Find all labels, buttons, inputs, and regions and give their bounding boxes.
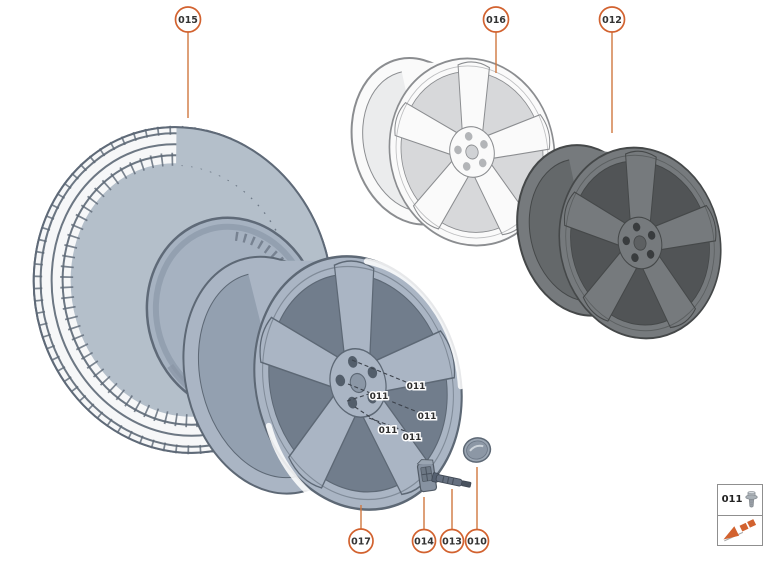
callout-tpms-sensor-label: 014 [414,537,434,548]
tpms-sensor-illustration [416,459,438,493]
callout-wheel-white-label: 016 [486,15,506,26]
legend-direction-row [718,516,762,546]
legend-part-number: 011 [721,494,743,506]
callout-wheel-white[interactable]: 016 [482,6,510,73]
legend-box: 011 [717,484,763,546]
bolt-label: 011 [370,392,389,402]
valve-illustration [431,472,472,488]
bolt-label: 011 [418,412,437,422]
wheel-main-illustration [182,215,488,548]
callout-center-cap-label: 010 [467,537,487,548]
bolt-label: 011 [379,426,398,436]
bolt-leader-lines [346,359,421,432]
callout-wheel-main[interactable]: 017 [348,505,374,554]
callout-valve[interactable]: 013 [439,489,465,554]
bolt-labels: 011 011 011 011 011 [368,381,438,445]
callout-wheel-main-label: 017 [351,537,371,548]
center-cap-illustration [462,437,492,463]
callout-center-cap[interactable]: 010 [464,467,490,554]
mounting-direction-arrow-icon [723,518,757,542]
callout-tpms-sensor[interactable]: 014 [411,497,437,554]
wheel-bolt-icon [745,491,759,508]
callout-tire[interactable]: 015 [174,6,202,118]
wheel-white-illustration [350,31,571,268]
bolt-label: 011 [403,433,422,443]
callout-valve-label: 013 [442,537,462,548]
callout-wheel-dark-label: 012 [602,15,622,26]
wheel-dark-illustration [516,119,739,362]
legend-bolt-row: 011 [718,485,762,516]
callout-wheel-dark[interactable]: 012 [598,6,626,133]
callout-tire-label: 015 [178,15,198,26]
bolt-label: 011 [407,382,426,392]
